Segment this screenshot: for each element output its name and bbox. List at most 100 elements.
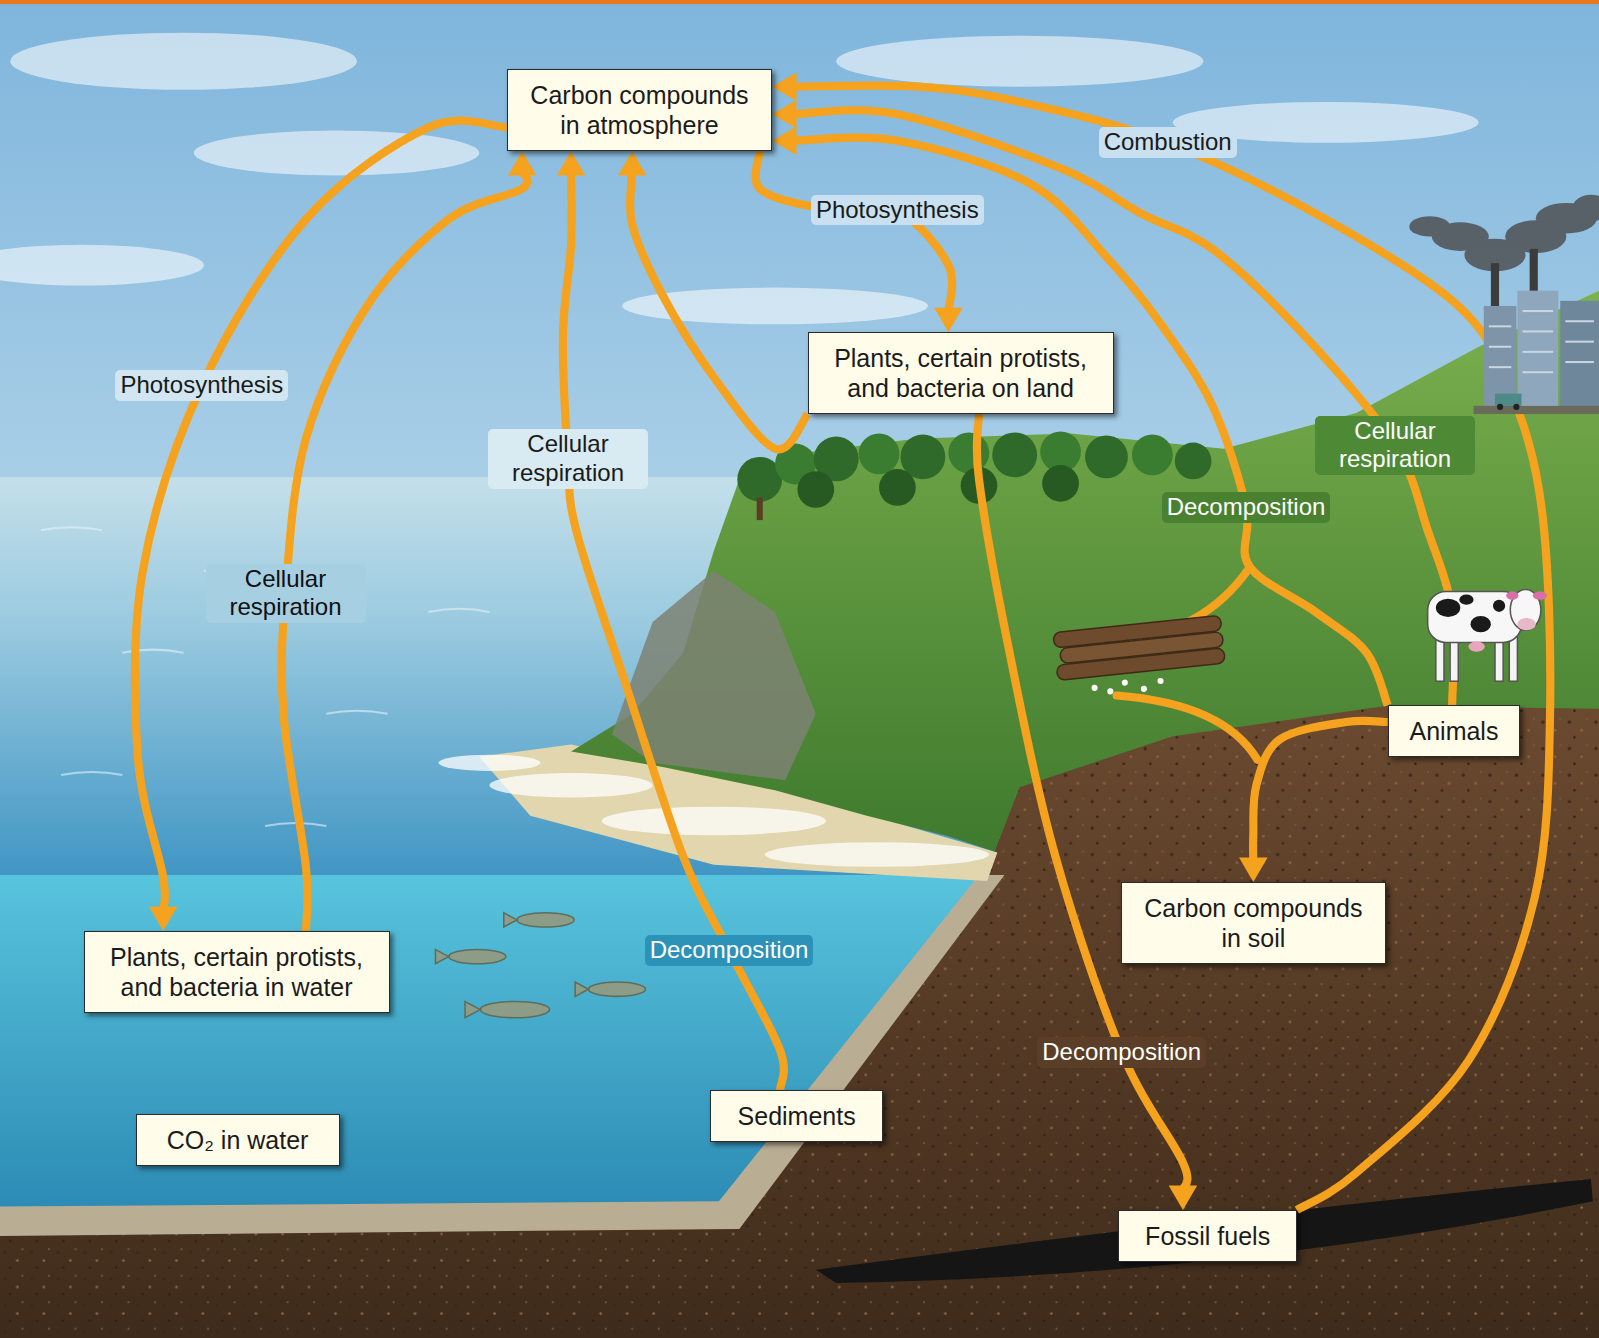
flowers <box>1107 688 1114 695</box>
factory <box>1497 404 1503 410</box>
flow-line <box>630 172 808 450</box>
cow <box>1506 591 1518 599</box>
fish <box>575 982 588 996</box>
factory <box>1474 406 1599 414</box>
factory <box>1565 320 1594 322</box>
flowers <box>1091 685 1098 692</box>
process-label: Photosynthesis <box>811 195 984 226</box>
surf-foam <box>765 842 989 866</box>
cycle-box: Sediments <box>710 1090 883 1142</box>
process-label: Decomposition <box>1037 1037 1206 1068</box>
smoke <box>1409 195 1599 271</box>
factory <box>1523 310 1554 312</box>
clouds <box>10 33 357 90</box>
top-rule <box>0 0 1599 4</box>
seabed <box>0 875 1004 1236</box>
cow <box>1428 591 1522 642</box>
box-text: Carbon compounds in atmosphere <box>520 80 759 140</box>
fish <box>435 949 448 963</box>
clouds <box>194 131 480 176</box>
surf-foam <box>439 755 541 771</box>
decay-branch <box>1117 696 1258 760</box>
flow-arrow <box>756 151 963 332</box>
factory <box>1517 291 1558 408</box>
cycle-box: Plants, certain protists, and bacteria o… <box>808 332 1114 414</box>
clouds <box>0 245 204 286</box>
flow-line <box>1253 721 1388 862</box>
trees <box>859 433 900 474</box>
fish <box>504 913 517 927</box>
flow-arrow <box>772 126 1388 705</box>
cow <box>1436 599 1460 617</box>
fish <box>517 913 574 927</box>
flow-arrow <box>772 100 1454 705</box>
trees <box>879 469 916 506</box>
waves <box>41 527 490 826</box>
flow-arrow <box>1239 721 1388 882</box>
fish <box>449 949 506 963</box>
smoke <box>1409 216 1450 236</box>
trees <box>1132 434 1173 475</box>
soil <box>0 704 1599 1338</box>
flowers <box>1121 679 1128 686</box>
arrow-head <box>149 906 178 930</box>
factory <box>1489 346 1511 348</box>
arrow-head <box>772 126 796 155</box>
factory <box>1489 311 1594 372</box>
trees <box>1175 443 1212 480</box>
cycle-box: Plants, certain protists, and bacteria i… <box>84 931 390 1013</box>
arrow-head <box>1239 857 1268 881</box>
trees <box>1042 465 1079 502</box>
cow <box>1471 616 1491 632</box>
cow <box>1493 600 1505 612</box>
factory <box>1484 306 1517 408</box>
arrow-head <box>1169 1186 1198 1210</box>
flow-arrow <box>772 72 1550 1210</box>
trees <box>797 471 834 508</box>
process-label: Decomposition <box>645 935 814 966</box>
flow-arrow <box>135 121 507 931</box>
cow <box>1468 641 1484 651</box>
factory <box>1565 341 1594 343</box>
fish <box>465 1001 480 1017</box>
factory <box>1523 330 1554 332</box>
box-text: CO₂ in water <box>149 1125 327 1155</box>
process-label: Cellular respiration <box>206 564 366 624</box>
cycle-box: Animals <box>1388 705 1521 757</box>
process-label: Combustion <box>1099 127 1237 158</box>
trees <box>992 432 1037 477</box>
fish <box>588 982 645 996</box>
arrow-head <box>508 151 537 175</box>
process-label: Decomposition <box>1162 492 1331 523</box>
flow-arrow <box>618 151 808 449</box>
log <box>1056 648 1225 681</box>
factory <box>1530 249 1538 295</box>
waves <box>41 527 490 826</box>
factory <box>1565 361 1594 363</box>
factory <box>1523 351 1554 353</box>
flowers <box>1141 686 1148 693</box>
cycle-box: Fossil fuels <box>1118 1210 1296 1262</box>
flow-line <box>135 121 507 911</box>
cow <box>1533 591 1547 599</box>
arrow-head <box>618 151 647 175</box>
flow-arrow <box>977 414 1197 1210</box>
trees <box>757 498 763 520</box>
process-label: Cellular respiration <box>1315 416 1475 476</box>
cow <box>1428 589 1547 681</box>
flow-line <box>792 110 1454 705</box>
flow-line <box>792 86 1550 1210</box>
smoke <box>1572 195 1599 222</box>
cycle-box: Carbon compounds in atmosphere <box>507 69 772 151</box>
trees <box>1085 435 1128 478</box>
cycle-box: Carbon compounds in soil <box>1121 882 1386 964</box>
log <box>1053 615 1227 701</box>
fish <box>480 1001 549 1017</box>
factory <box>1409 195 1599 414</box>
cow <box>1517 618 1535 630</box>
cow <box>1459 595 1473 605</box>
flowers <box>1157 678 1164 685</box>
